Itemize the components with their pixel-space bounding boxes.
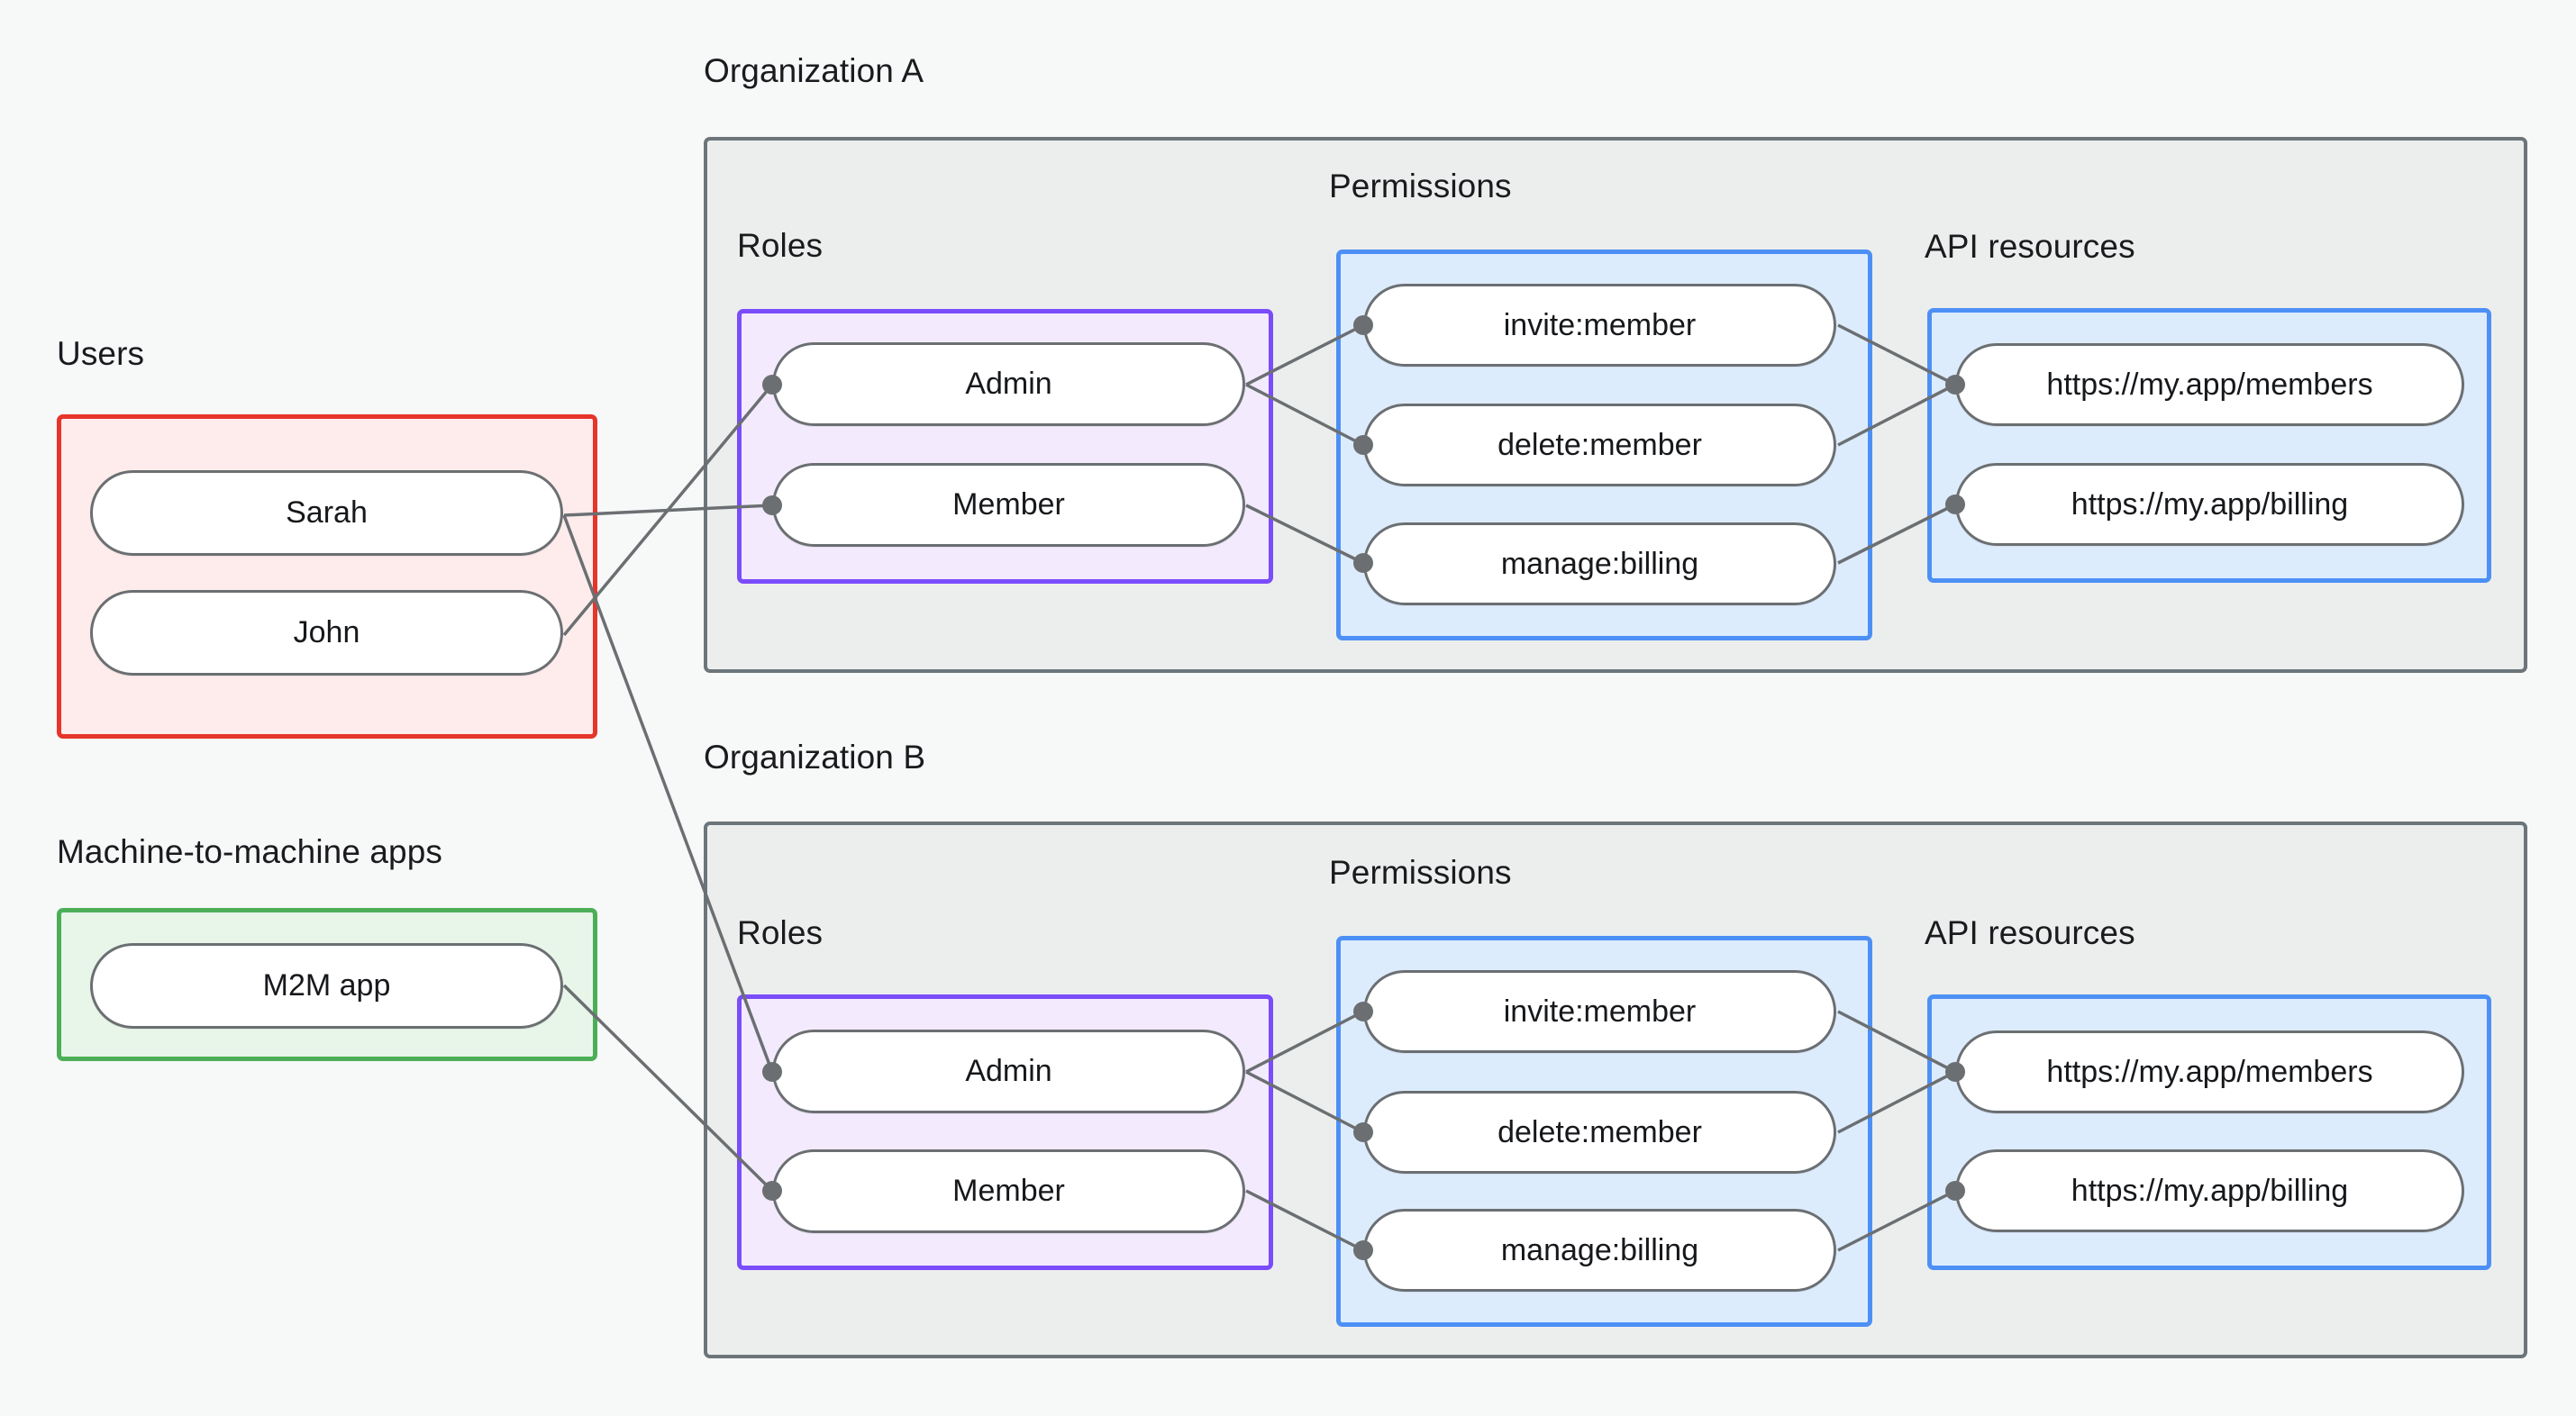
permission-b-invite-member[interactable]: invite:member <box>1363 970 1836 1053</box>
roles-a-label: Roles <box>737 227 824 264</box>
role-b-member[interactable]: Member <box>772 1149 1245 1233</box>
permission-a-delete-member[interactable]: delete:member <box>1363 404 1836 486</box>
user-node-john[interactable]: John <box>90 590 563 676</box>
users-label: Users <box>57 335 145 372</box>
api-resources-b-label: API resources <box>1925 914 2135 951</box>
permission-a-manage-billing[interactable]: manage:billing <box>1363 522 1836 605</box>
permission-b-manage-billing[interactable]: manage:billing <box>1363 1209 1836 1292</box>
permission-a-invite-member[interactable]: invite:member <box>1363 284 1836 367</box>
role-a-admin[interactable]: Admin <box>772 342 1245 426</box>
api-resource-b-members[interactable]: https://my.app/members <box>1955 1030 2464 1113</box>
api-resource-b-billing[interactable]: https://my.app/billing <box>1955 1149 2464 1232</box>
api-resource-a-billing[interactable]: https://my.app/billing <box>1955 463 2464 546</box>
permissions-a-label: Permissions <box>1329 168 1512 204</box>
users-container <box>57 414 597 739</box>
roles-b-label: Roles <box>737 914 824 951</box>
m2m-apps-label: Machine-to-machine apps <box>57 833 443 870</box>
permission-b-delete-member[interactable]: delete:member <box>1363 1091 1836 1174</box>
organization-a-label: Organization A <box>704 52 924 89</box>
m2m-node-app[interactable]: M2M app <box>90 943 563 1029</box>
api-resources-a-label: API resources <box>1925 228 2135 265</box>
api-resource-a-members[interactable]: https://my.app/members <box>1955 343 2464 426</box>
role-a-member[interactable]: Member <box>772 463 1245 547</box>
organization-b-label: Organization B <box>704 739 926 776</box>
role-b-admin[interactable]: Admin <box>772 1030 1245 1113</box>
user-node-sarah[interactable]: Sarah <box>90 470 563 556</box>
permissions-b-label: Permissions <box>1329 854 1512 891</box>
